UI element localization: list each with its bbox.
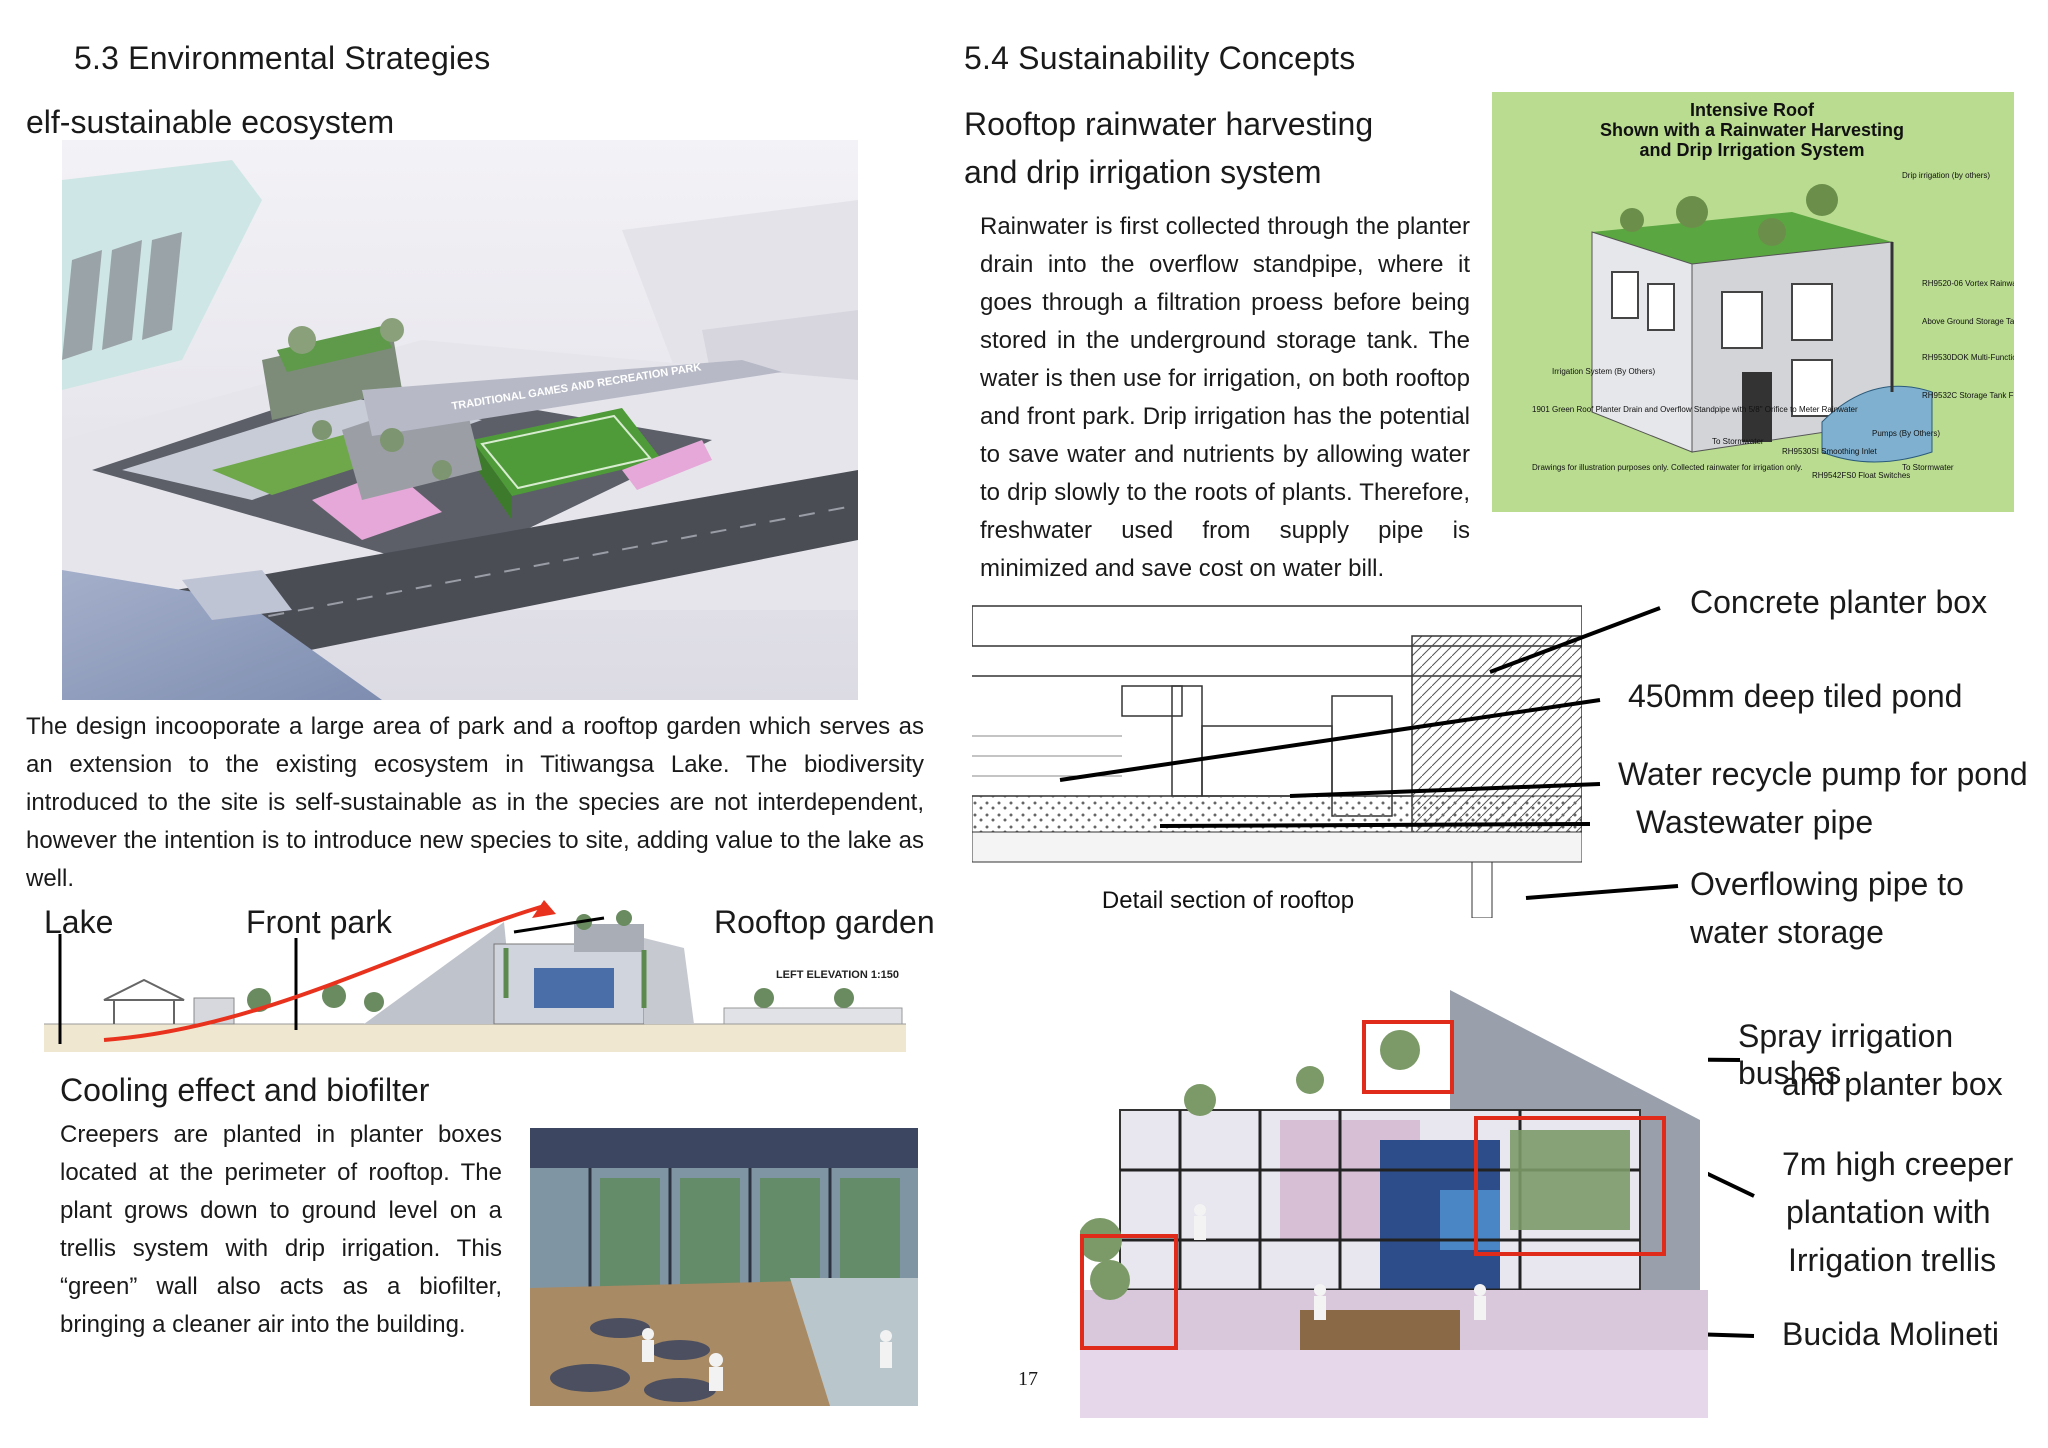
label-creeper-1: 7m high creeper: [1782, 1146, 2014, 1182]
label-wastewater-pipe: Wastewater pipe: [1636, 804, 1874, 840]
intensive-roof-svg: Intensive Roof Shown with a Rainwater Ha…: [1492, 92, 2014, 512]
aerial-rendering: TRADITIONAL GAMES AND RECREATION PARK: [62, 140, 858, 700]
label-creeper-3: Irrigation trellis: [1788, 1242, 1997, 1278]
roof-callout-9: To Stormwater: [1712, 437, 1764, 446]
intensive-roof-diagram: Intensive Roof Shown with a Rainwater Ha…: [1492, 92, 2014, 512]
label-spray-1: Spray irrigation bushes: [1738, 1018, 1954, 1091]
label-creeper-2: plantation with: [1786, 1194, 1991, 1230]
rainwater-paragraph: Rainwater is first collected through the…: [980, 213, 1470, 582]
roof-callout-11: RH9542FS0 Float Switches: [1812, 471, 1910, 480]
roof-callout-6: To Stormwater: [1902, 463, 1954, 472]
label-overflow-1: Overflowing pipe to: [1690, 866, 1964, 902]
label-tiled-pond: 450mm deep tiled pond: [1628, 678, 1963, 714]
detail-section-drawing: Detail section of rooftop: [972, 596, 1582, 918]
page-number: 17: [1018, 1368, 1038, 1390]
section-title-sustainability: 5.4 Sustainability Concepts: [964, 40, 1356, 76]
ecosystem-paragraph: The design incooporate a large area of p…: [26, 713, 924, 892]
label-overflow-2: water storage: [1690, 914, 1884, 950]
roof-title-1: Intensive Roof: [1690, 100, 1815, 120]
roof-title-3: and Drip Irrigation System: [1639, 140, 1864, 160]
roof-callout-7: Irrigation System (By Others): [1552, 367, 1655, 376]
roof-callout-8: 1901 Green Roof Planter Drain and Overfl…: [1532, 405, 1858, 414]
roof-callout-10: RH9530SI Smoothing Inlet: [1782, 447, 1878, 456]
elevation-caption: LEFT ELEVATION 1:150: [776, 969, 899, 981]
left-elevation-svg: LEFT ELEVATION 1:150: [44, 900, 906, 1052]
interior-rendering-svg: [530, 1128, 918, 1406]
label-rooftop-garden: Rooftop garden: [714, 904, 935, 940]
label-spray-2: and planter box: [1782, 1066, 2003, 1102]
label-recycle-pump: Water recycle pump for pond: [1618, 756, 2028, 792]
roof-callout-1: RH9520-06 Vortex Rainwater Fine Filter: [1922, 279, 2014, 288]
subtitle-rainwater: Rooftop rainwater harvesting and drip ir…: [964, 106, 1374, 190]
subtitle-ecosystem: elf-sustainable ecosystem: [26, 104, 395, 140]
label-lake: Lake: [44, 904, 114, 940]
cooling-title: Cooling effect and biofilter: [60, 1072, 430, 1108]
roof-callout-3: RH9530DOK Multi-Functional Overflow Devi…: [1922, 353, 2014, 362]
roof-title-2: Shown with a Rainwater Harvesting: [1600, 120, 1904, 140]
roof-callout-2: Above Ground Storage Tank (By Others): [1922, 317, 2014, 326]
aerial-rendering-svg: TRADITIONAL GAMES AND RECREATION PARK: [62, 140, 858, 700]
roof-callout-5: Pumps (By Others): [1872, 429, 1940, 438]
detail-section-svg: Detail section of rooftop: [972, 605, 1582, 918]
roof-footnote: Drawings for illustration purposes only.…: [1532, 463, 1803, 472]
cooling-paragraph: Creepers are planted in planter boxes lo…: [60, 1121, 502, 1338]
section-title-environmental: 5.3 Environmental Strategies: [74, 40, 491, 76]
interior-rendering: [530, 1128, 918, 1406]
label-front-park: Front park: [246, 904, 392, 940]
label-bucida: Bucida Molineti: [1782, 1316, 1999, 1352]
left-elevation-drawing: LEFT ELEVATION 1:150: [44, 888, 906, 1056]
building-section-rendering: [1080, 990, 1708, 1418]
label-concrete-planter: Concrete planter box: [1690, 584, 1988, 620]
building-section-svg: [1080, 990, 1708, 1418]
roof-callout-4: RH9532C Storage Tank Floating Filter: [1922, 391, 2014, 400]
detail-caption: Detail section of rooftop: [1102, 887, 1354, 914]
roof-callout-0: Drip irrigation (by others): [1902, 171, 1990, 180]
